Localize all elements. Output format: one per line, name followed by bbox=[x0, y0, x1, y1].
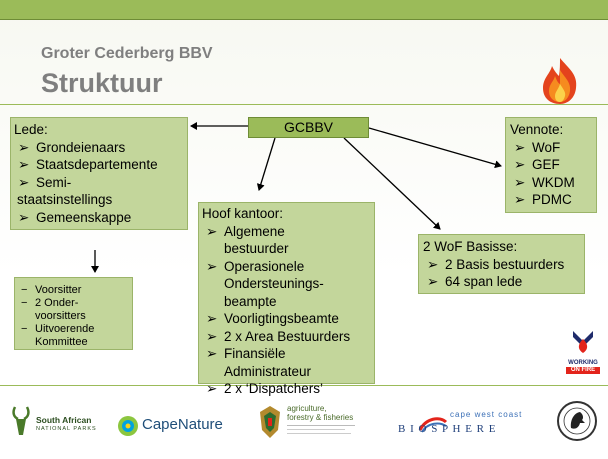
kudu-icon bbox=[12, 406, 30, 435]
hoof-item: ➢2 x ‘Dispatchers’ bbox=[206, 381, 324, 396]
flame-logo-icon bbox=[543, 58, 577, 104]
top-bar bbox=[0, 0, 608, 20]
hoof-item: ➢2 x Area Bestuurders bbox=[206, 328, 351, 344]
lede-box: Lede: ➢Grondeienaars ➢Staatsdepartemente… bbox=[10, 117, 188, 230]
wof-basisse-box: 2 WoF Basisse: ➢2 Basis bestuurders ➢64 … bbox=[418, 234, 585, 294]
title-divider bbox=[0, 104, 608, 105]
committee-box: −Voorsitter −2 Onder-voorsitters −Uitvoe… bbox=[14, 277, 133, 350]
sanparks-logo: South African NATIONAL PARKS bbox=[8, 403, 98, 443]
footer-divider bbox=[0, 385, 608, 386]
wof-item: ➢64 span lede bbox=[427, 274, 523, 289]
coat-of-arms-icon bbox=[260, 406, 280, 438]
cederberg-seal-logo bbox=[556, 400, 598, 442]
lede-heading: Lede: bbox=[14, 122, 48, 137]
lede-item: ➢Semi-staatsinstellings bbox=[17, 174, 113, 208]
seal-icon bbox=[557, 401, 597, 441]
hoof-item: ➢Voorligtingsbeamte bbox=[206, 311, 339, 326]
capenature-logo: CapeNature bbox=[117, 413, 227, 439]
gcbbv-root-box: GCBBV bbox=[248, 117, 369, 138]
vennote-item: ➢PDMC bbox=[514, 192, 572, 207]
vennote-box: Vennote: ➢WoF ➢GEF ➢WKDM ➢PDMC bbox=[505, 117, 597, 213]
agriculture-logo: agriculture, forestry & fisheries bbox=[256, 402, 376, 444]
wof-item: ➢2 Basis bestuurders bbox=[427, 256, 565, 272]
wof-heading: 2 WoF Basisse: bbox=[423, 239, 518, 254]
capenature-icon bbox=[118, 416, 138, 436]
hoof-heading: Hoof kantoor: bbox=[202, 206, 284, 221]
lede-item: ➢Grondeienaars bbox=[18, 139, 126, 155]
working-on-fire-icon bbox=[573, 331, 593, 353]
lede-item: ➢Staatsdepartemente bbox=[18, 157, 158, 172]
committee-item: −2 Onder-voorsitters bbox=[21, 297, 86, 322]
slide-subtitle: Groter Cederberg BBV bbox=[41, 45, 213, 62]
committee-item: −Voorsitter bbox=[21, 284, 82, 296]
slide-title: Struktuur bbox=[41, 68, 163, 98]
vennote-item: ➢WKDM bbox=[514, 174, 575, 190]
working-on-fire-logo: WORKING ON FIRE bbox=[566, 327, 600, 379]
biosphere-swoosh-icon bbox=[418, 417, 448, 433]
lede-item: ➢Gemeenskappe bbox=[18, 209, 132, 225]
biosphere-logo: cape west coast B I O S P H E R E bbox=[398, 410, 523, 435]
vennote-heading: Vennote: bbox=[510, 122, 564, 137]
vennote-item: ➢WoF bbox=[514, 139, 561, 155]
vennote-item: ➢GEF bbox=[514, 157, 560, 172]
